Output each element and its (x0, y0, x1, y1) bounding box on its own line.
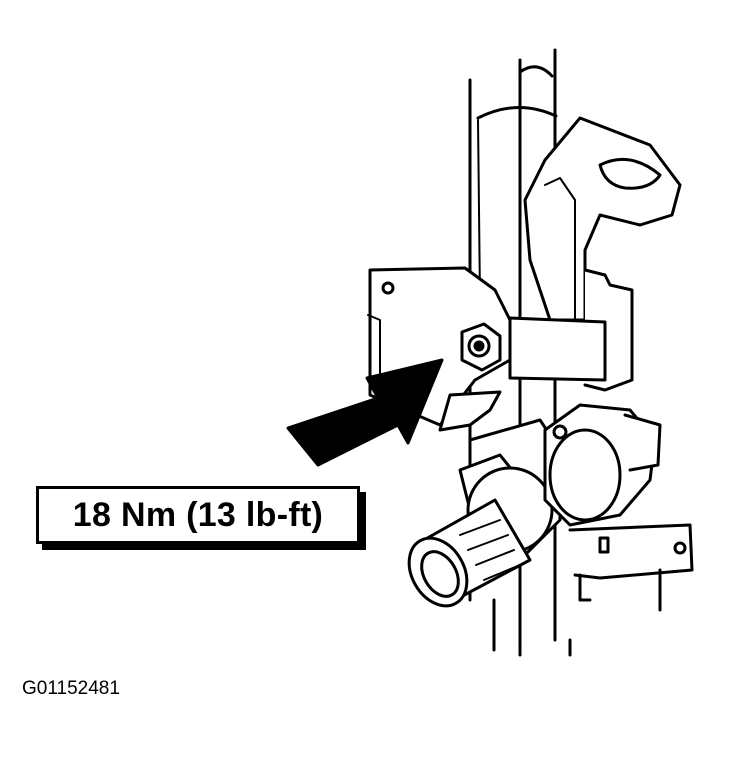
figure-id: G01152481 (22, 678, 120, 699)
torque-spec-label: 18 Nm (13 lb-ft) (72, 495, 324, 534)
mounting-nut (460, 322, 502, 372)
lower-bracket (568, 523, 694, 657)
upper-bracket (523, 116, 682, 322)
ignition-cylinder (407, 418, 562, 608)
switch-connector (543, 403, 662, 527)
arrow-pointer-icon (286, 358, 444, 467)
torque-spec-callout: 18 Nm (13 lb-ft) (36, 486, 360, 544)
